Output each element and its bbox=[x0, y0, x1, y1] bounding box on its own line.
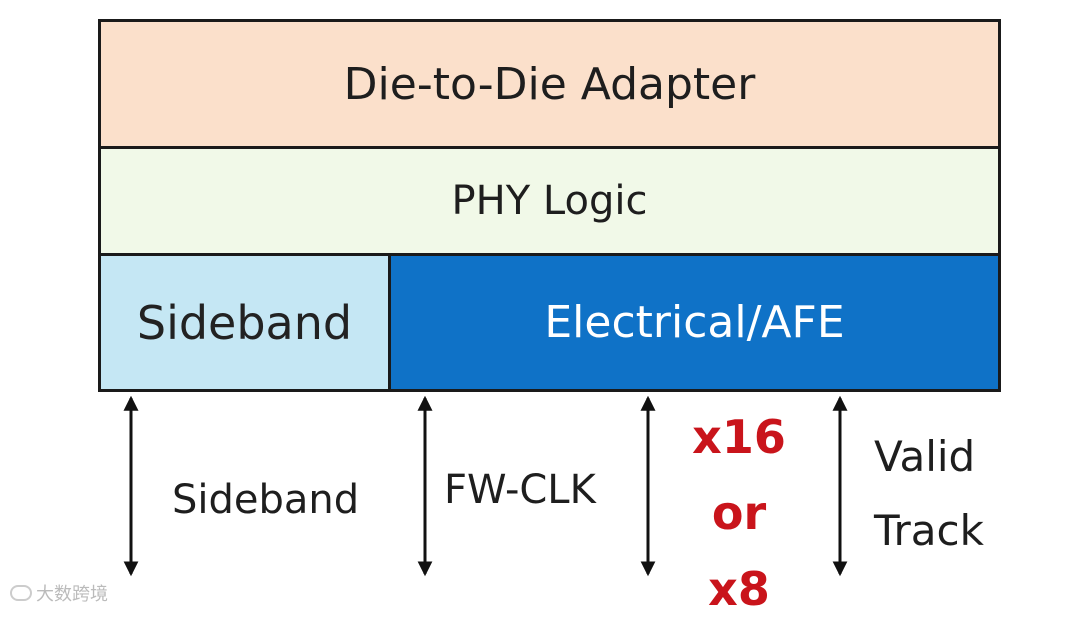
watermark-logo-icon bbox=[10, 585, 32, 601]
phy-logic-label: PHY Logic bbox=[451, 178, 648, 224]
signal-arrows bbox=[123, 395, 848, 577]
sideband-layer-label: Sideband bbox=[136, 295, 353, 350]
die-to-die-adapter-label: Die-to-Die Adapter bbox=[343, 58, 756, 110]
electrical-afe-layer: Electrical/AFE bbox=[388, 253, 1001, 392]
data-width-x16: x16 bbox=[692, 410, 786, 464]
watermark: 大数跨境 bbox=[10, 580, 108, 606]
sideband-layer: Sideband bbox=[98, 253, 391, 392]
electrical-afe-label: Electrical/AFE bbox=[544, 297, 845, 348]
valid-track-label: Valid Track bbox=[874, 420, 984, 567]
watermark-text: 大数跨境 bbox=[36, 584, 108, 605]
data-width-x8: x8 bbox=[708, 561, 770, 616]
sideband-signal-label: Sideband bbox=[172, 477, 360, 523]
data-width-or: or bbox=[711, 485, 767, 540]
fw-clk-signal-label: FW-CLK bbox=[444, 467, 596, 513]
valid-label: Valid bbox=[874, 432, 976, 481]
die-to-die-adapter-layer: Die-to-Die Adapter bbox=[98, 19, 1001, 149]
track-label: Track bbox=[874, 505, 984, 555]
data-width-label: x16 or x8 bbox=[686, 400, 792, 628]
